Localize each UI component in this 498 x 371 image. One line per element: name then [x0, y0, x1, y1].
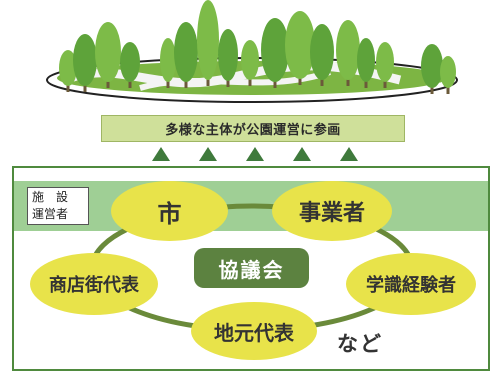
banner-text: 多様な主体が公園運営に参画: [165, 123, 341, 138]
stakeholder-business: 事業者: [272, 181, 392, 241]
tree-icon: [197, 0, 219, 80]
tree-icon: [73, 34, 97, 86]
tree-icon: [261, 18, 289, 82]
up-arrow-icon: [340, 147, 358, 161]
tree-icon: [218, 29, 238, 81]
tree-icon: [59, 50, 77, 86]
facility-operator-line1: 施 設: [32, 190, 69, 204]
stakeholder-academic: 学識経験者: [346, 253, 476, 315]
council-box: 協議会: [194, 248, 309, 288]
stakeholder-shopping-street-label: 商店街代表: [49, 275, 139, 296]
facility-operator-line2: 運営者: [32, 207, 69, 221]
up-arrow-icon: [293, 147, 311, 161]
stakeholder-shopping-street: 商店街代表: [30, 253, 158, 315]
up-arrow-icon: [246, 147, 264, 161]
stakeholder-local-label: 地元代表: [214, 320, 294, 345]
tree-icon: [160, 38, 176, 82]
etc-label: など: [337, 332, 383, 356]
stakeholder-local: 地元代表: [191, 302, 317, 360]
tree-icon: [440, 56, 456, 88]
tree-icon: [285, 11, 315, 79]
stakeholder-city: 市: [111, 181, 228, 241]
up-arrow-icon: [152, 147, 170, 161]
tree-icon: [421, 44, 443, 88]
tree-icon: [174, 22, 198, 82]
stakeholder-business-label: 事業者: [298, 201, 365, 226]
up-arrow-icon: [199, 147, 217, 161]
park-illustration: [46, 0, 458, 103]
facility-operator-label: 施 設 運営者: [27, 187, 89, 225]
stakeholder-city-label: 市: [157, 199, 182, 228]
stakeholder-academic-label: 学識経験者: [366, 275, 456, 296]
council-label: 協議会: [218, 257, 285, 282]
tree-icon: [310, 24, 334, 80]
tree-icon: [120, 42, 140, 82]
tree-icon: [336, 20, 360, 80]
tree-icon: [357, 38, 375, 82]
tree-icon: [376, 42, 394, 82]
participation-banner: 多様な主体が公園運営に参画: [101, 115, 405, 142]
tree-icon: [95, 22, 121, 82]
tree-icon: [241, 40, 259, 80]
